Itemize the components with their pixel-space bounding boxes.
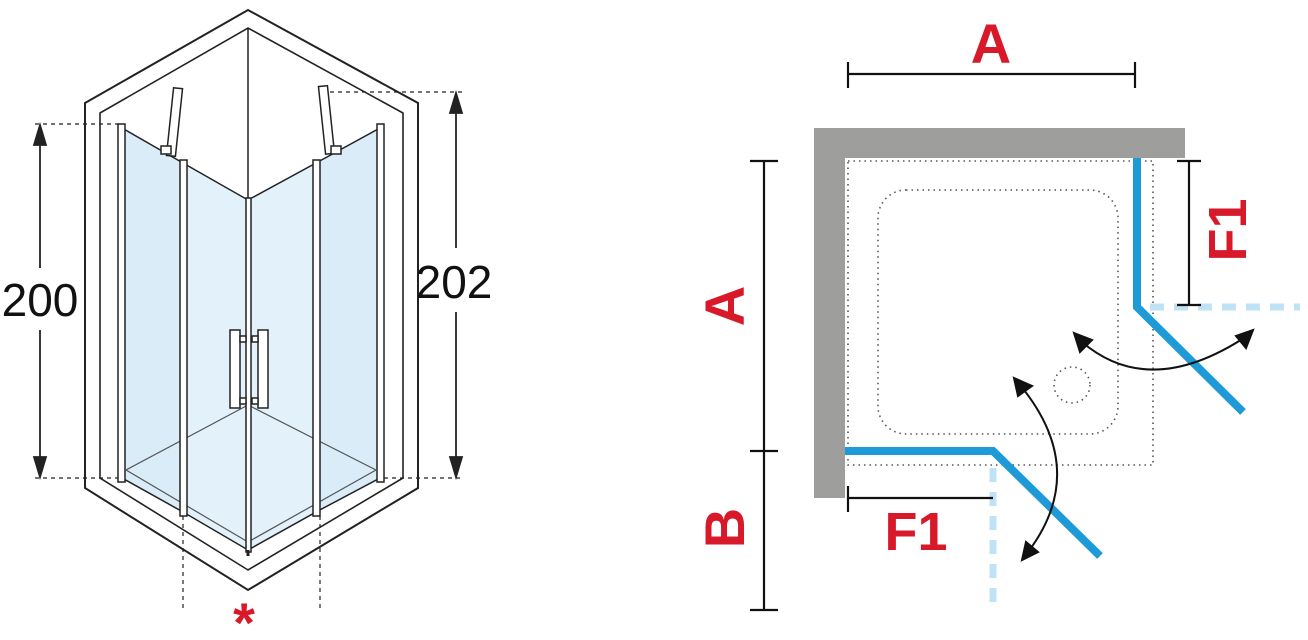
- note-asterisk: *: [233, 591, 255, 640]
- door-handles: [229, 329, 269, 409]
- swing-arc-right: [1072, 328, 1255, 371]
- wall-l-shape: [814, 128, 1185, 498]
- dimension-depth-a-b: [750, 159, 778, 612]
- height-dimension-left: [32, 121, 48, 481]
- dimension-f1-bottom: [846, 486, 993, 512]
- door-open-guides: [989, 303, 1300, 610]
- label-a-left: A: [693, 286, 756, 326]
- isometric-view: 200 202 *: [2, 8, 493, 640]
- swing-arc-bottom: [1012, 376, 1059, 562]
- height-label-202: 202: [416, 256, 493, 308]
- outer-frame: [84, 8, 419, 592]
- label-f1-bottom: F1: [884, 502, 947, 562]
- dimension-width-a: [846, 62, 1137, 88]
- tray-inner-dotted: [877, 189, 1119, 435]
- tray-outer-dotted: [847, 160, 1154, 466]
- height-dimension-right: [448, 89, 464, 481]
- dimension-f1-right: [1177, 159, 1201, 307]
- dimension-guides: [35, 91, 462, 612]
- label-a-top: A: [971, 12, 1011, 75]
- label-b: B: [693, 508, 756, 548]
- stabilizer-bars: [160, 84, 342, 158]
- height-label-200: 200: [2, 274, 79, 326]
- drain-icon: [1053, 366, 1091, 404]
- plan-view: A A B F1 F1: [693, 12, 1300, 612]
- label-f1-right: F1: [1198, 198, 1258, 261]
- door-bottom: [845, 447, 1103, 559]
- profiles: [117, 123, 385, 556]
- door-right: [1133, 158, 1246, 415]
